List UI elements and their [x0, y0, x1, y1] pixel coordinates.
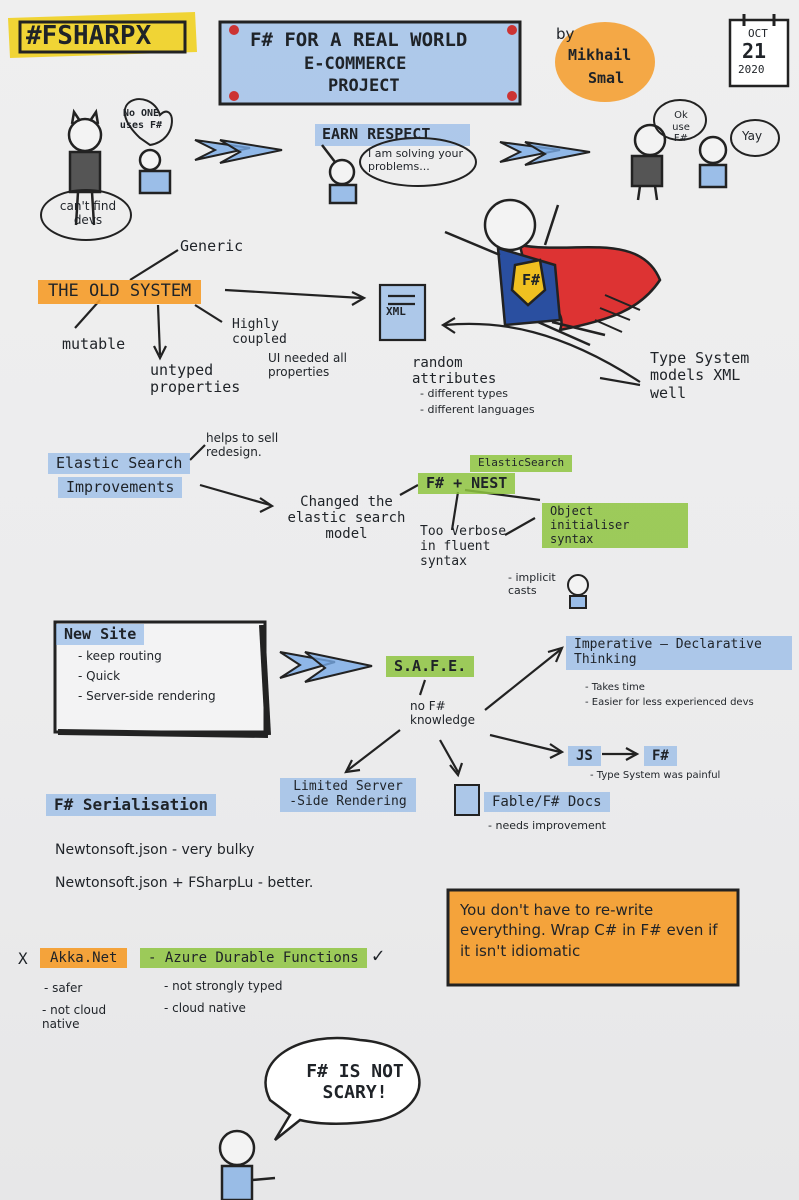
akka-not-cloud: - not cloud native: [42, 1003, 107, 1031]
speech-bubble-icon: [359, 137, 477, 187]
new-site-item-1: - Quick: [78, 669, 121, 683]
solving-problems: I am solving your problems...: [368, 147, 463, 173]
speech-bubble-icon: [264, 1036, 421, 1141]
easier-devs: - Easier for less experienced devs: [585, 697, 754, 708]
xml-document-icon: [378, 283, 427, 342]
changed-model: Changed the elastic search model: [287, 494, 406, 543]
calendar-year: 2020: [738, 63, 765, 76]
azure-not-strong: - not strongly typed: [164, 979, 283, 993]
author-last: Smal: [588, 69, 625, 87]
safe-label: S.A.F.E.: [386, 656, 475, 678]
author-first: Mikhail: [568, 46, 632, 64]
footer-speech: F# IS NOT SCARY!: [306, 1061, 404, 1103]
author-highlight: [555, 22, 655, 102]
type-painful: - Type System was painful: [590, 770, 721, 781]
title-box: [218, 20, 522, 106]
earn-highlight: [315, 124, 470, 146]
helps-sell: helps to sell redesign.: [206, 431, 279, 459]
earn-respect: EARN RESPECT: [322, 125, 431, 143]
akka-label: Akka.Net: [40, 948, 128, 969]
happy-people-icon: [630, 123, 728, 201]
superhero-icon: [444, 198, 662, 347]
calendar-day: 21: [742, 39, 767, 63]
by-label: by: [556, 25, 575, 43]
fsharp-target: F#: [644, 746, 677, 767]
thought-bubble-icon: [40, 189, 132, 241]
person-pointing-icon: [218, 1129, 276, 1200]
new-site-item-0: - keep routing: [78, 649, 162, 663]
connector-arrows: [74, 249, 641, 387]
hashtag-label: #FSHARPX: [26, 21, 152, 51]
person-small-icon: [138, 148, 172, 195]
arrow-right-icon: [279, 651, 373, 683]
azure-cloud-native: - cloud native: [164, 1001, 246, 1015]
connector-arrows: [344, 646, 640, 778]
random-attributes: random attributes: [412, 355, 497, 388]
needs-improvement: - needs improvement: [488, 819, 606, 832]
serialisation-title: F# Serialisation: [46, 794, 217, 817]
advice-text: You don't have to re-write everything. W…: [460, 901, 718, 960]
xml-label: XML: [386, 305, 406, 318]
person-waving-icon: [321, 144, 358, 205]
page-title-line3: PROJECT: [328, 76, 400, 96]
elastic-title-1: Elastic Search: [48, 453, 191, 475]
different-languages: - different languages: [420, 403, 535, 416]
fable-docs: Fable/F# Docs: [484, 792, 610, 813]
es-label: ElasticSearch: [470, 455, 573, 472]
elastic-title-2: Improvements: [58, 477, 183, 499]
new-site-title: New Site: [56, 624, 145, 646]
fsharp-nest: F# + NEST: [418, 473, 516, 495]
page-title-line1: F# FOR A REAL WORLD: [250, 29, 468, 51]
speech-bubble-icon: [123, 98, 173, 147]
different-types: - different types: [420, 387, 508, 400]
no-fsharp-knowledge: no F# knowledge: [410, 699, 476, 727]
too-verbose: Too Verbose in fluent syntax: [420, 524, 507, 569]
object-initialiser: Object initialiser syntax: [542, 503, 688, 549]
ok-use-fsharp: Ok use F#: [672, 110, 690, 144]
hero-badge: F#: [522, 271, 541, 289]
ui-needed: UI needed all properties: [268, 351, 347, 379]
takes-time: - Takes time: [585, 682, 645, 693]
js-label: JS: [568, 746, 601, 767]
mutable-label: mutable: [62, 335, 126, 353]
advice-box: [446, 888, 740, 987]
azure-label: - Azure Durable Functions: [140, 948, 367, 969]
arrow-right-icon: [194, 139, 283, 164]
imperative-declarative: Imperative — Declarative Thinking: [566, 636, 792, 670]
old-system-title: THE OLD SYSTEM: [38, 280, 202, 304]
calendar-icon: [728, 14, 790, 88]
document-icon: [454, 784, 480, 816]
person-cat-ears-icon: [67, 108, 103, 226]
cant-find-devs: can't find devs: [59, 199, 117, 227]
yay-label: Yay: [742, 129, 763, 143]
check-mark-icon: ✓: [372, 943, 385, 967]
serialisation-line2: Newtonsoft.json + FSharpLu - better.: [55, 875, 314, 891]
arrow-right-icon: [499, 141, 591, 166]
highly-coupled: Highly coupled: [232, 317, 287, 347]
generic-label: Generic: [180, 237, 244, 255]
limited-ssr: Limited Server -Side Rendering: [280, 778, 416, 812]
confused-person-icon: [567, 574, 589, 609]
type-system-note: Type System models XML well: [650, 349, 750, 402]
speed-lines-icon: [594, 294, 641, 333]
speech-no-one: No ONE uses F#: [119, 108, 163, 131]
untyped-label: untyped properties: [150, 361, 241, 397]
calendar-month: OCT: [748, 27, 768, 40]
page-title-line2: E-COMMERCE: [304, 54, 407, 74]
implicit-casts: - implicit casts: [508, 571, 556, 597]
serialisation-line1: Newtonsoft.json - very bulky: [55, 842, 255, 858]
new-site-item-2: - Server-side rendering: [78, 689, 216, 703]
cross-mark-icon: X: [18, 949, 28, 968]
akka-safer: - safer: [44, 981, 83, 995]
